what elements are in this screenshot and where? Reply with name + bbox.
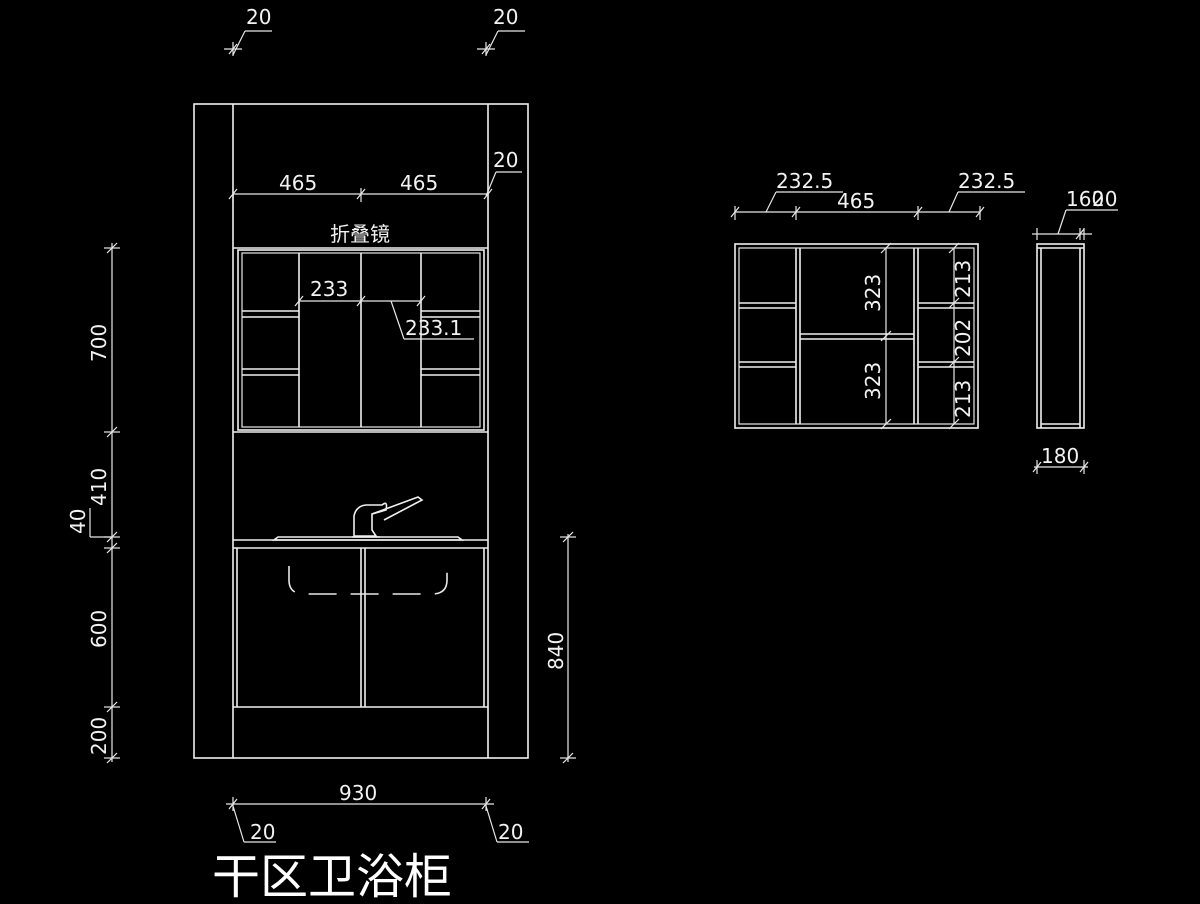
side-depth: 180 [1041, 444, 1079, 468]
side-dim: 20 [493, 148, 518, 172]
front-dimensions: 20 20 465 465 20 折叠镜 233 233.1 [66, 5, 576, 844]
mirror-width-right: 465 [400, 171, 438, 195]
mirror-label: 折叠镜 [330, 222, 390, 246]
mirror-top-dim-right: 232.5 [958, 169, 1015, 193]
top-dim-right: 20 [493, 5, 518, 29]
side-view: 160 20 180 [1032, 187, 1118, 474]
shelf-dim-left: 233 [310, 277, 348, 301]
height-200: 200 [87, 717, 111, 755]
height-40: 40 [66, 509, 90, 534]
mirror-top-dim-left: 232.5 [776, 169, 833, 193]
front-view [193, 103, 529, 759]
outer-frame [193, 103, 529, 759]
vanity-cabinet [233, 536, 488, 708]
bottom-dim-right: 20 [498, 820, 523, 844]
top-dim-left: 20 [246, 5, 271, 29]
right-height-bottom: 213 [951, 380, 975, 418]
side-top-dim-b: 20 [1092, 187, 1117, 211]
right-height-middle: 202 [951, 319, 975, 357]
faucet-icon [352, 496, 424, 538]
shelf-dim-right: 233.1 [405, 316, 462, 340]
height-410: 410 [87, 468, 111, 506]
center-height-bottom: 323 [861, 362, 885, 400]
height-700: 700 [87, 324, 111, 362]
mirror-cabinet [233, 247, 488, 433]
center-height-top: 323 [861, 274, 885, 312]
mirror-detail-dimensions: 232.5 465 232.5 323 323 213 202 213 [730, 169, 1025, 430]
mirror-top-dim-center: 465 [837, 189, 875, 213]
right-height-top: 213 [951, 260, 975, 298]
height-840: 840 [544, 632, 568, 670]
drawing-title: 干区卫浴柜 [212, 849, 452, 904]
bottom-width: 930 [339, 781, 377, 805]
height-600: 600 [87, 610, 111, 648]
side-top-dim-a: 160 [1066, 187, 1104, 211]
bottom-dim-left: 20 [250, 820, 275, 844]
mirror-width-left: 465 [279, 171, 317, 195]
mirror-detail [734, 243, 979, 429]
